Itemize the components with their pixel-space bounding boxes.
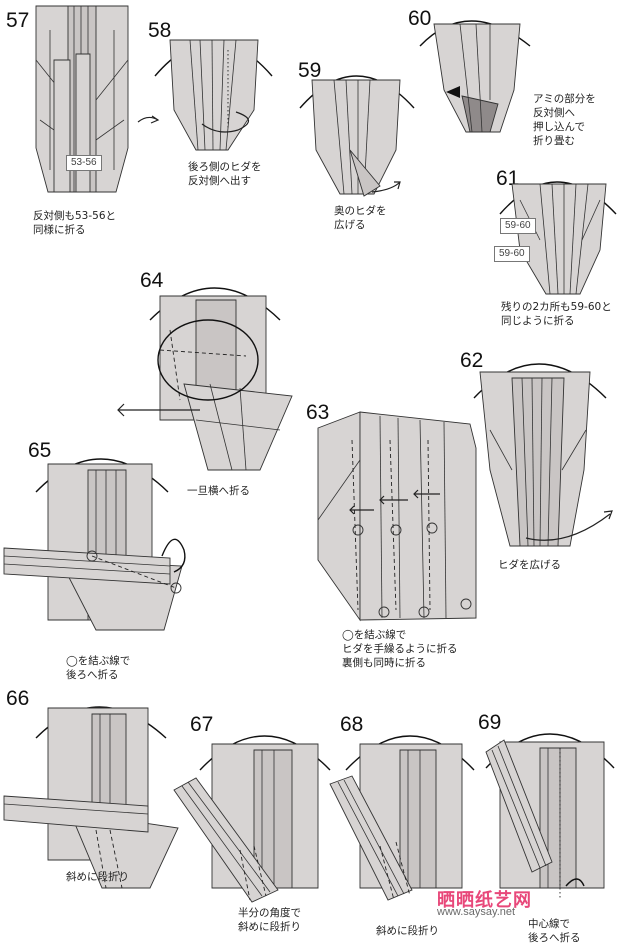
- step-69-caption: 中心線で 後ろへ折る: [528, 917, 581, 945]
- watermark-url: www.saysay.net: [437, 906, 515, 918]
